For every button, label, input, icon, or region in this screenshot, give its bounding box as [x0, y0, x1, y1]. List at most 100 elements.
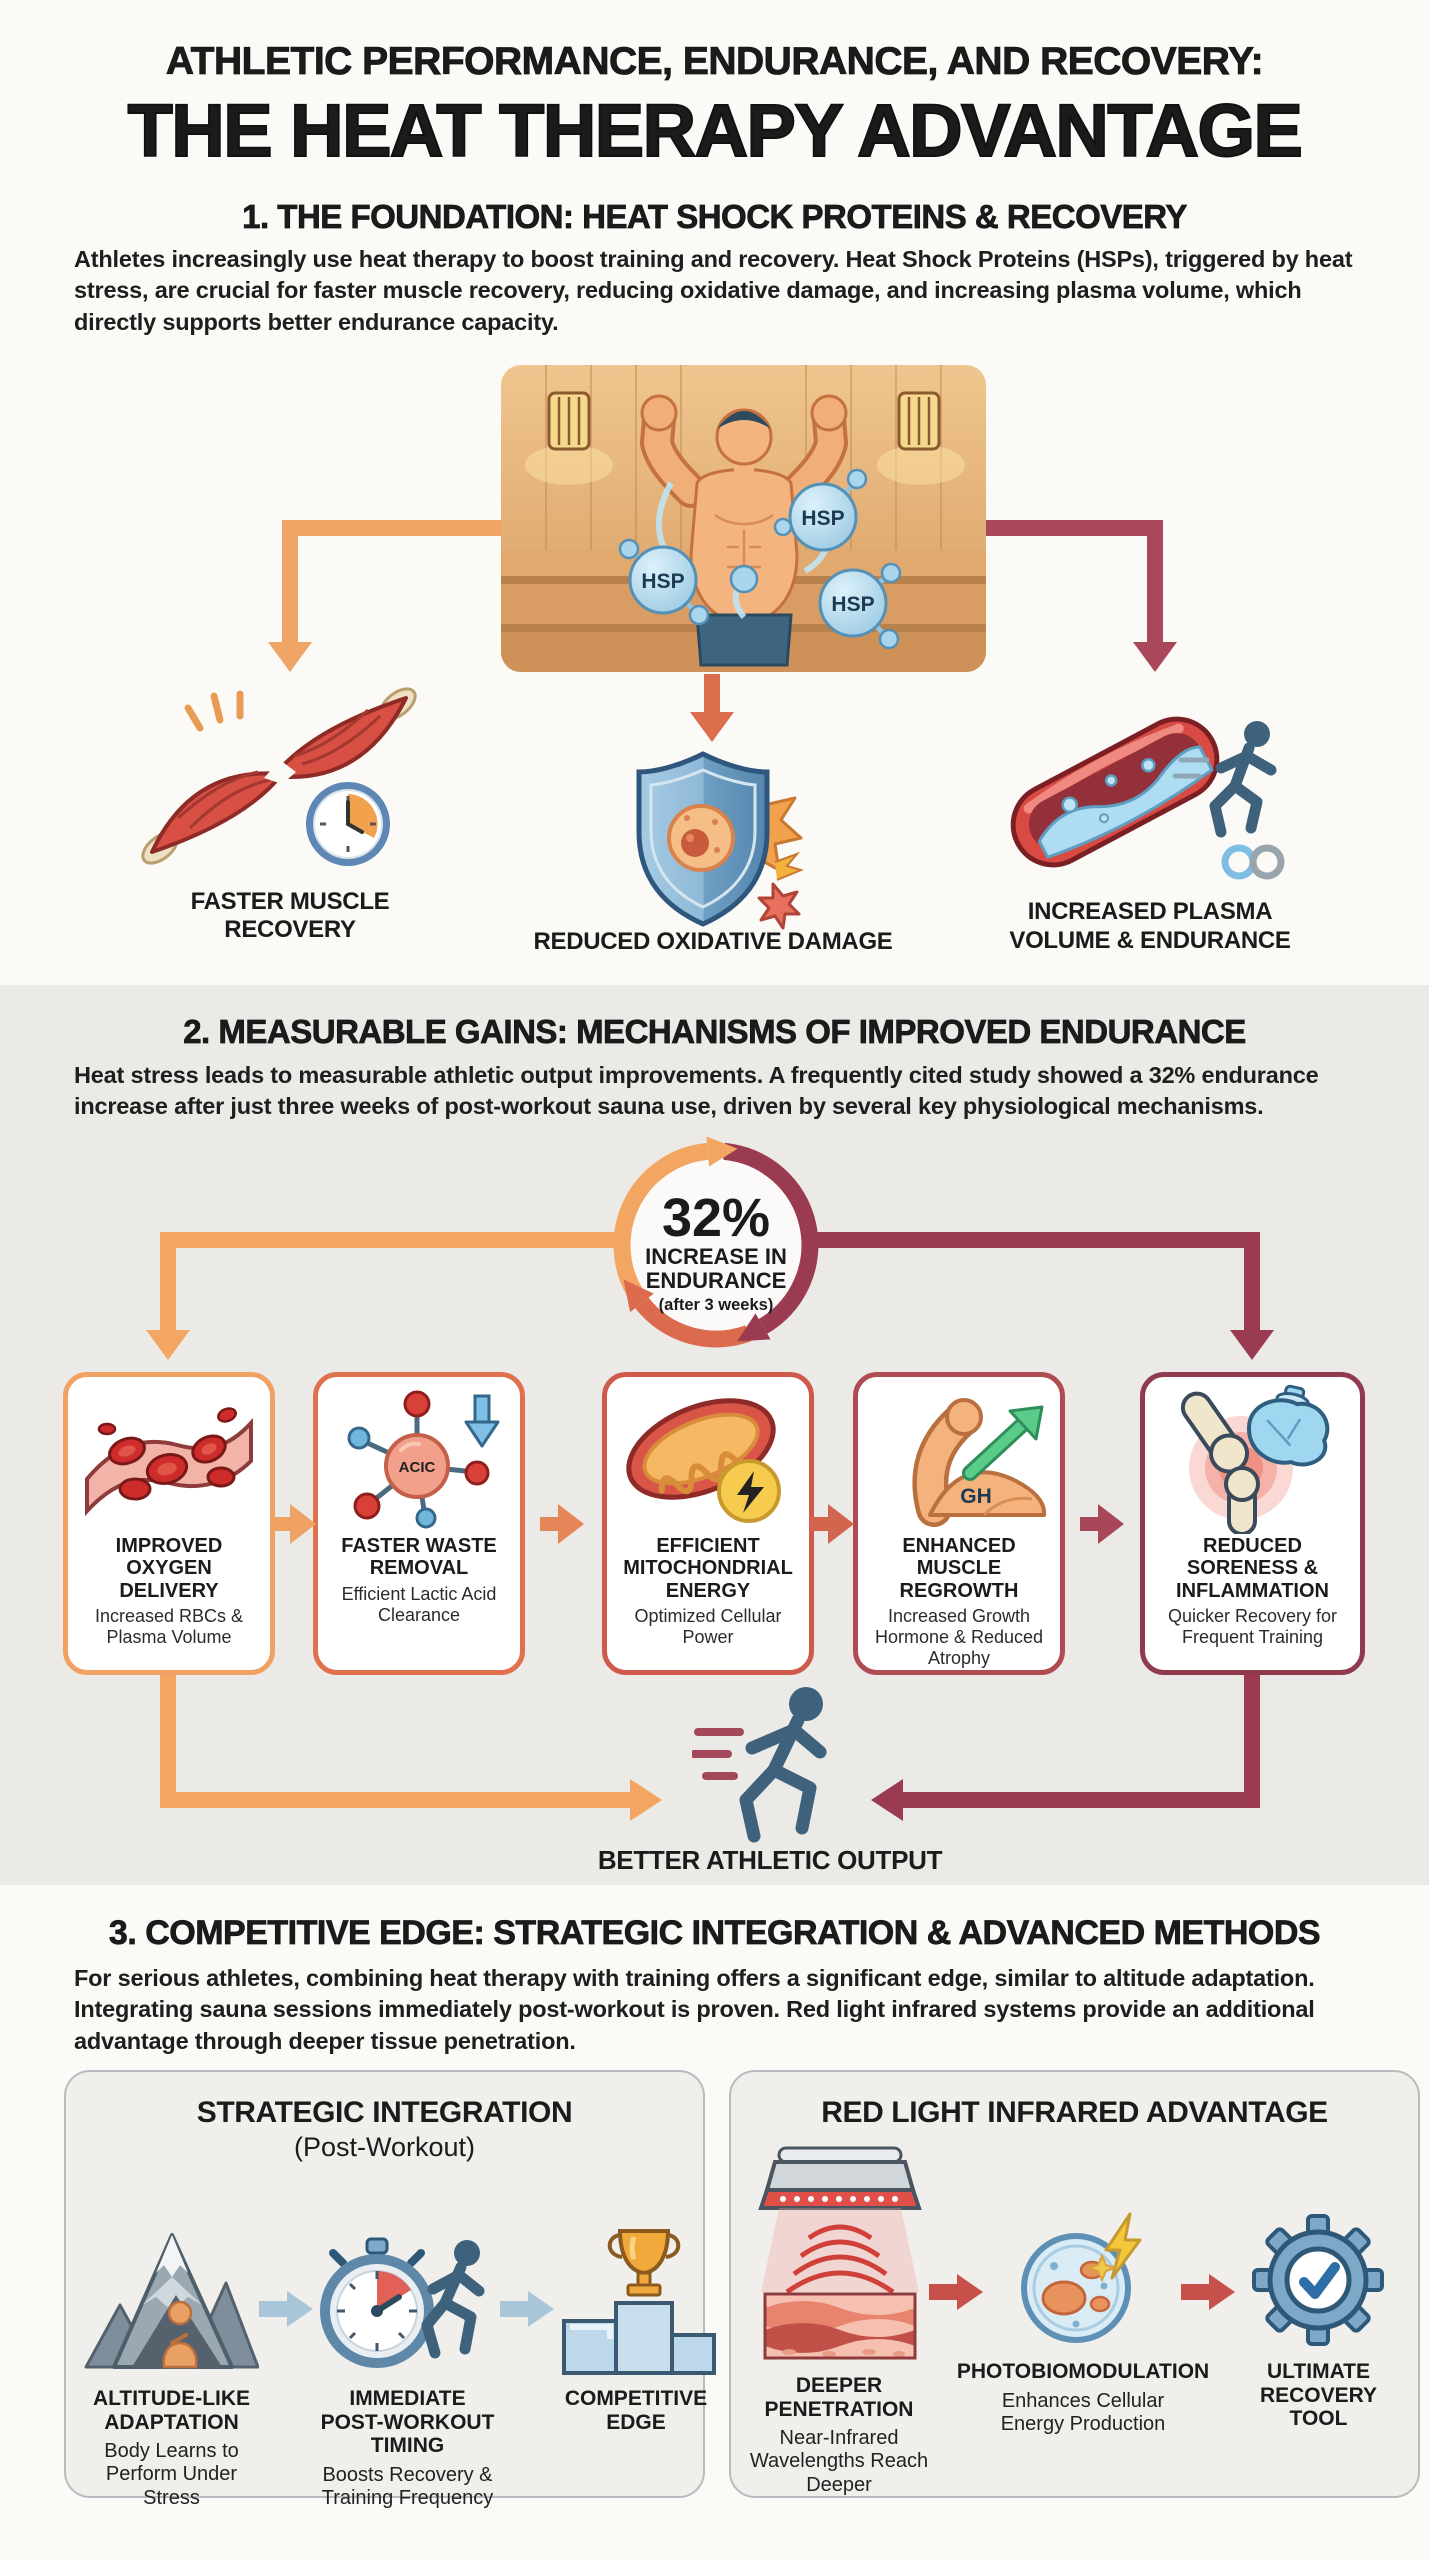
sparkle-icon	[1085, 2253, 1118, 2283]
panel-item-title: COMPETITIVE EDGE	[564, 2387, 708, 2434]
mechanism-card-oxygen: IMPROVED OXYGEN DELIVERY Increased RBCs …	[63, 1372, 275, 1675]
lightning-bolt-icon	[1104, 2212, 1141, 2280]
arrow-down-icon	[146, 1330, 190, 1360]
stat-line2: ENDURANCE	[646, 1268, 787, 1293]
gear-check-icon	[1241, 2142, 1396, 2350]
page-title-line1: ATHLETIC PERFORMANCE, ENDURANCE, AND REC…	[165, 40, 1264, 84]
outcome-label: REDUCED OXIDATIVE DAMAGE	[533, 928, 893, 955]
panel-subtitle: (Post-Workout)	[293, 2132, 476, 2162]
arrow-left-icon	[871, 1779, 903, 1821]
arrow-down-icon	[1230, 1330, 1274, 1360]
arrow-down-icon	[464, 1394, 500, 1448]
red-light-infrared-panel: RED LIGHT INFRARED ADVANTAGE	[729, 2070, 1420, 2498]
arrow-down-icon	[1133, 642, 1177, 672]
panel-item-title: IMMEDIATE POST-WORKOUT TIMING	[320, 2387, 495, 2458]
arrow-right-icon	[929, 2272, 985, 2317]
output-label: BETTER ATHLETIC OUTPUT	[597, 1845, 943, 1875]
mechanism-title: FASTER WASTE REMOVAL	[341, 1535, 497, 1580]
hsp-label: HSP	[641, 570, 684, 593]
panel-item-subtitle: Enhances Cellular Energy Production	[1000, 2389, 1166, 2435]
mountain-adaptation-icon	[84, 2169, 259, 2377]
lightning-bolt-icon	[737, 1470, 764, 1513]
connector-center	[704, 674, 720, 716]
sauna-hsp-illustration: HSP HSP HSP	[501, 365, 986, 677]
knee-ice-pack-icon	[1163, 1383, 1343, 1535]
section3-heading: 3. COMPETITIVE EDGE: STRATEGIC INTEGRATI…	[108, 1914, 1321, 1953]
arrow-right-icon	[272, 1502, 318, 1551]
trophy-icon	[607, 2229, 681, 2297]
connector-left	[290, 520, 502, 536]
panel-item-timing: IMMEDIATE POST-WORKOUT TIMING Boosts Rec…	[315, 2169, 500, 2510]
mechanism-subtitle: Increased Growth Hormone & Reduced Atrop…	[874, 1606, 1044, 1668]
runner-icon	[421, 2240, 485, 2359]
mechanism-subtitle: Increased RBCs & Plasma Volume	[94, 1606, 244, 1648]
lactic-acid-molecule-icon: ACIC	[329, 1383, 509, 1535]
panel-item-title: DEEPER PENETRATION	[764, 2374, 914, 2421]
reduced-oxidative-damage-figure	[625, 746, 810, 936]
hsp-molecule-icon: HSP	[788, 468, 868, 552]
checkmark-icon	[1299, 2262, 1340, 2299]
arrow-right-icon	[540, 1502, 586, 1551]
outcome-label: FASTER MUSCLE RECOVERY	[190, 888, 390, 943]
infrared-waves-icon	[785, 2224, 895, 2295]
section3-paragraph: For serious athletes, combining heat the…	[74, 1965, 1315, 2054]
arrow-right-icon	[1181, 2272, 1237, 2317]
mechanism-title: ENHANCED MUSCLE REGROWTH	[899, 1535, 1019, 1602]
panel-item-subtitle: Near-Infrared Wavelengths Reach Deeper	[749, 2427, 929, 2496]
shield-cell-icon	[636, 751, 805, 930]
meditating-person-icon	[162, 2300, 198, 2369]
arrow-right-icon	[810, 1502, 856, 1551]
torn-muscle-clock-icon	[141, 687, 417, 866]
mitochondria-energy-icon	[613, 1383, 803, 1535]
increased-plasma-volume-figure	[985, 682, 1305, 902]
panel-title: RED LIGHT INFRARED ADVANTAGE	[821, 2096, 1328, 2129]
mechanism-subtitle: Optimized Cellular Power	[634, 1606, 782, 1648]
stopwatch-runner-icon	[315, 2169, 500, 2377]
section2-heading: 2. MEASURABLE GAINS: MECHANISMS OF IMPRO…	[183, 1013, 1247, 1051]
connector-stat-left	[160, 1232, 640, 1248]
bicep-growth-icon: GH	[864, 1383, 1054, 1535]
section2-paragraph: Heat stress leads to measurable athletic…	[74, 1062, 1319, 1120]
panel-item-subtitle: Body Learns to Perform Under Stress	[104, 2440, 239, 2509]
connector-output-left	[160, 1675, 176, 1808]
zap-icon	[774, 851, 805, 881]
stat-line3: (after 3 weeks)	[659, 1296, 774, 1314]
mechanism-title: IMPROVED OXYGEN DELIVERY	[115, 1535, 223, 1602]
speed-lines-icon	[690, 1728, 744, 1780]
hsp-molecule-icon: HSP	[818, 562, 902, 650]
panel-item-title: PHOTOBIOMODULATION	[956, 2360, 1210, 2383]
panel-item-penetration: DEEPER PENETRATION Near-Infrared Wavelen…	[749, 2142, 929, 2497]
runner-icon	[1172, 721, 1277, 838]
better-output-figure	[690, 1682, 852, 1852]
arrow-right-icon	[259, 2289, 315, 2334]
cycle-arrows-icon: 32% INCREASE IN ENDURANCE (after 3 weeks…	[613, 1136, 819, 1348]
connector-output-right	[903, 1792, 1260, 1808]
panel-item-recovery-tool: ULTIMATE RECOVERY TOOL	[1237, 2142, 1400, 2437]
mechanism-title: REDUCED SORENESS & INFLAMMATION	[1176, 1535, 1329, 1602]
section1-paragraph: Athletes increasingly use heat therapy t…	[74, 246, 1353, 335]
trophy-podium-icon	[556, 2169, 716, 2377]
sauna-lamp-icon	[897, 391, 941, 451]
growth-hormone-label: GH	[960, 1485, 992, 1508]
hsp-molecule-icon: HSP	[618, 538, 710, 626]
arrow-down-icon	[268, 642, 312, 672]
mechanism-card-waste: ACIC FASTER WASTE REMOVAL Efficient Lact…	[313, 1372, 525, 1675]
panel-item-photobiomodulation: PHOTOBIOMODULATION Enhances Cellular Ene…	[957, 2142, 1209, 2436]
section1-heading: 1. THE FOUNDATION: HEAT SHOCK PROTEINS &…	[242, 198, 1188, 236]
connector-output-left	[160, 1792, 630, 1808]
infinity-icon	[1221, 844, 1285, 880]
arrow-right-icon	[630, 1779, 662, 1821]
connector-left	[282, 520, 298, 646]
panel-title: STRATEGIC INTEGRATION	[196, 2096, 573, 2129]
panel-item-title: ULTIMATE RECOVERY TOOL	[1259, 2360, 1378, 2431]
connector-right	[986, 520, 1163, 536]
molecule-label: ACIC	[399, 1459, 436, 1476]
cell-energy-icon	[1006, 2142, 1161, 2350]
mechanism-card-regrowth: GH ENHANCED MUSCLE REGROWTH Increased Gr…	[853, 1372, 1065, 1675]
sauna-scene-icon: HSP HSP HSP	[501, 365, 986, 672]
connector-output-right	[1244, 1675, 1260, 1808]
red-blood-cells-icon	[79, 1383, 259, 1535]
blood-vessel-runner-icon	[1010, 716, 1285, 880]
ice-pack-icon	[1246, 1384, 1329, 1467]
